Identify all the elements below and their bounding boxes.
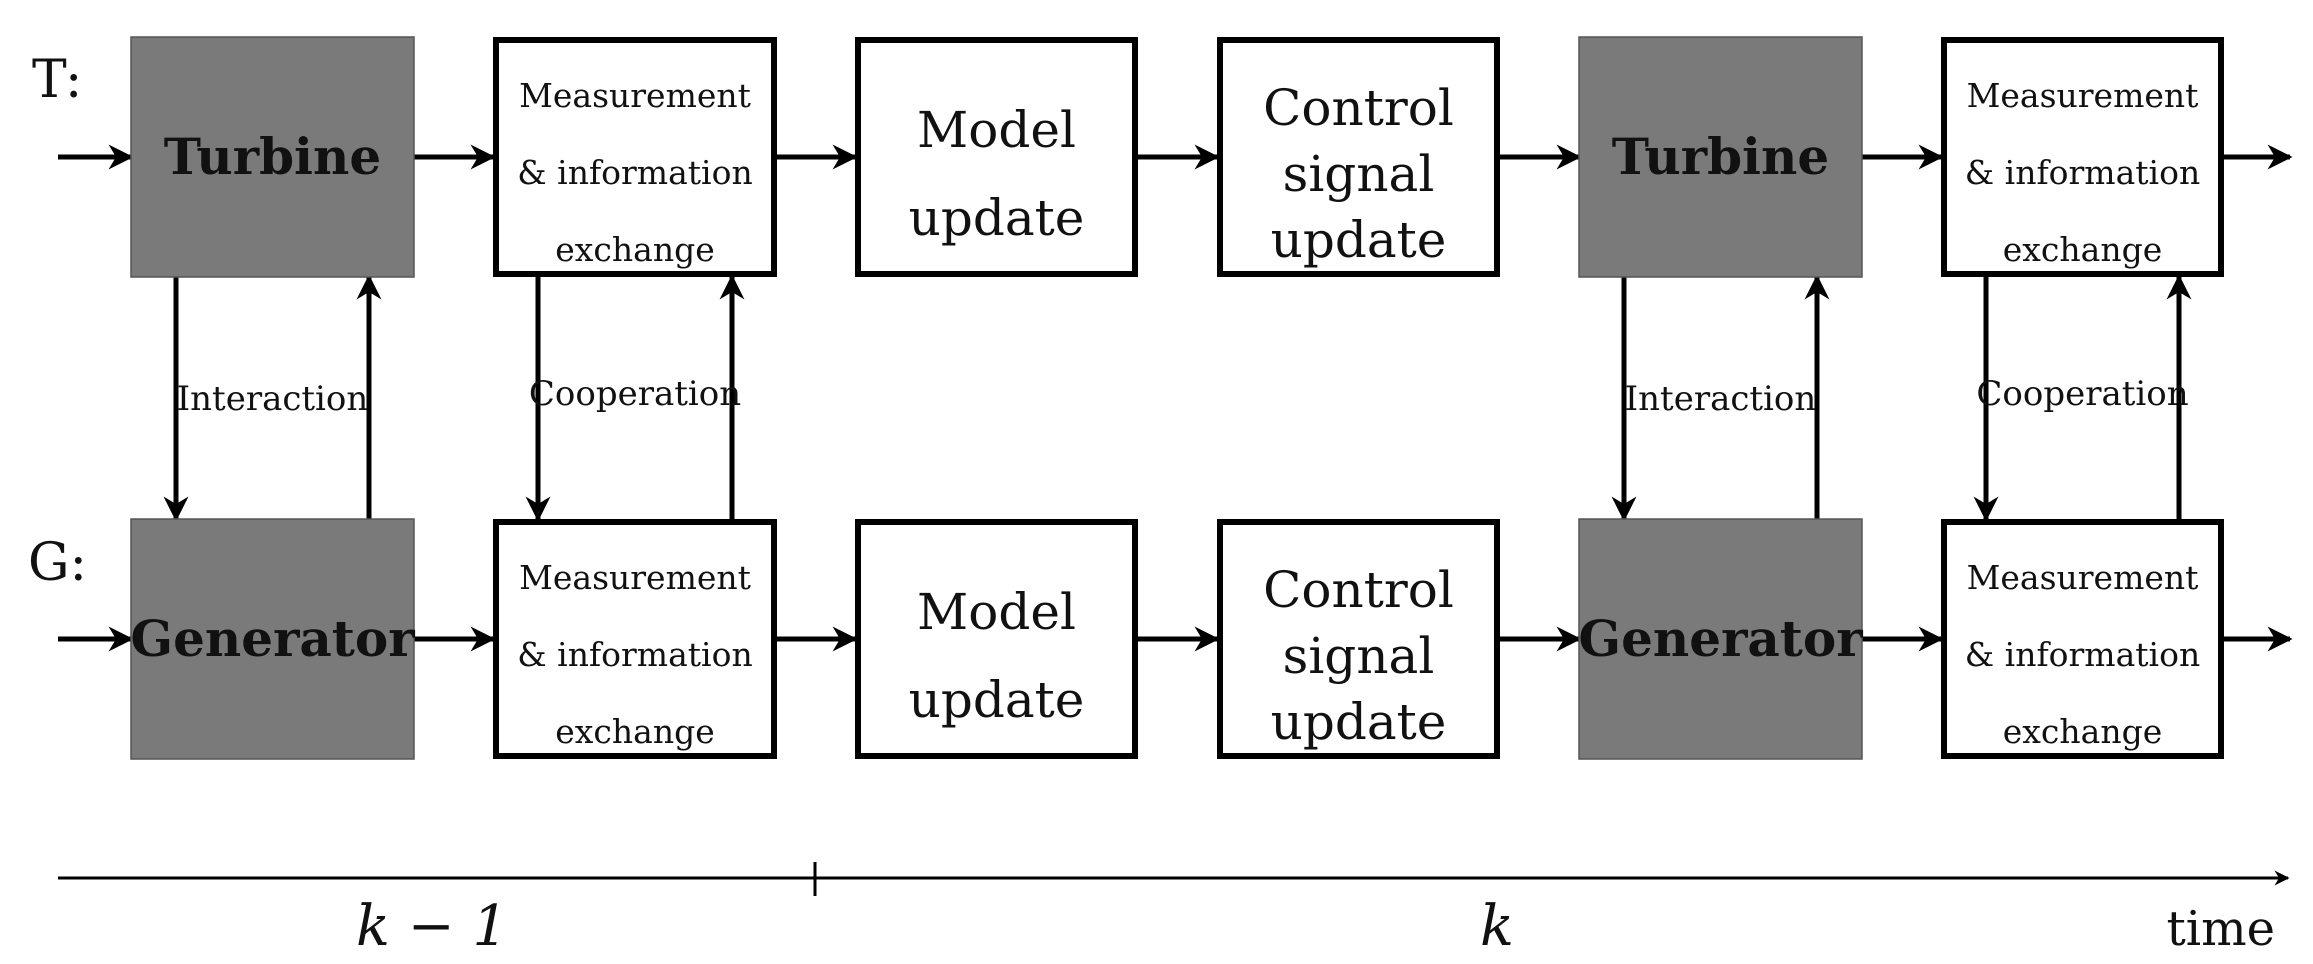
cooperation-label-4: Cooperation — [1976, 374, 2188, 414]
generator-block-label: Generator — [1578, 609, 1863, 668]
control-block-line-2: signal — [1283, 627, 1435, 685]
control-block — [1217, 519, 1500, 759]
measurement-block-line-1: Measurement — [1967, 558, 2199, 597]
model-block-line-1: Model — [917, 101, 1076, 159]
measurement-block-line-3: exchange — [2003, 712, 2162, 751]
control-block-line-3: update — [1271, 211, 1447, 269]
generator-row-block-4: Control signal update — [1217, 519, 1500, 759]
measurement-block-line-2: & information — [517, 635, 752, 674]
cooperation-label-2: Cooperation — [529, 374, 741, 414]
turbine-row-block-3: Model update — [855, 37, 1138, 277]
turbine-row-block-1: Turbine — [130, 36, 415, 278]
generator-row-block-5: Generator — [1578, 518, 1863, 760]
measurement-block-line-3: exchange — [555, 712, 714, 751]
turbine-block — [1578, 36, 1863, 278]
turbine-row-block-6: Measurement & information exchange — [1941, 37, 2224, 277]
model-block-line-1: Model — [917, 583, 1076, 641]
turbine-block-label: Turbine — [1612, 127, 1829, 186]
generator-row-block-3: Model update — [855, 519, 1138, 759]
measurement-block-line-1: Measurement — [1967, 76, 2199, 115]
generator-row-block-6: Measurement & information exchange — [1941, 519, 2224, 759]
turbine-row-block-5: Turbine — [1578, 36, 1863, 278]
control-block-line-1: Control — [1263, 79, 1454, 137]
turbine-row-block-2: Measurement & information exchange — [493, 37, 777, 277]
measurement-block — [493, 37, 777, 277]
measurement-block-line-2: & information — [1965, 153, 2200, 192]
model-block-line-2: update — [909, 189, 1085, 247]
control-block-line-3: update — [1271, 693, 1447, 751]
control-block — [1217, 37, 1500, 277]
measurement-block-line-2: & information — [517, 153, 752, 192]
measurement-block-line-3: exchange — [555, 230, 714, 269]
interaction-label-3: Interaction — [1625, 379, 1817, 419]
measurement-block-line-1: Measurement — [519, 558, 751, 597]
model-block — [855, 519, 1138, 759]
time-axis-label: time — [2166, 901, 2275, 957]
measurement-block-line-1: Measurement — [519, 76, 751, 115]
measurement-block — [493, 519, 777, 759]
control-block-line-1: Control — [1263, 561, 1454, 619]
measurement-block-line-3: exchange — [2003, 230, 2162, 269]
model-block-line-2: update — [909, 671, 1085, 729]
measurement-block-line-2: & information — [1965, 635, 2200, 674]
generator-row-block-2: Measurement & information exchange — [493, 519, 777, 759]
generator-row-block-1: Generator — [130, 518, 415, 760]
time-step-prev-label: k − 1 — [356, 894, 508, 959]
turbine-row-block-4: Control signal update — [1217, 37, 1500, 277]
generator-block — [1578, 518, 1863, 760]
time-step-curr-label: k — [1480, 894, 1514, 959]
control-block-line-2: signal — [1283, 145, 1435, 203]
row-label-generator: G: — [28, 533, 87, 593]
measurement-block — [1941, 519, 2224, 759]
interaction-label-1: Interaction — [177, 379, 369, 419]
model-block — [855, 37, 1138, 277]
turbine-block-label: Turbine — [164, 127, 381, 186]
turbine-block — [130, 36, 415, 278]
generator-block-label: Generator — [130, 609, 415, 668]
generator-block — [130, 518, 415, 760]
measurement-block — [1941, 37, 2224, 277]
row-label-turbine: T: — [32, 50, 82, 110]
